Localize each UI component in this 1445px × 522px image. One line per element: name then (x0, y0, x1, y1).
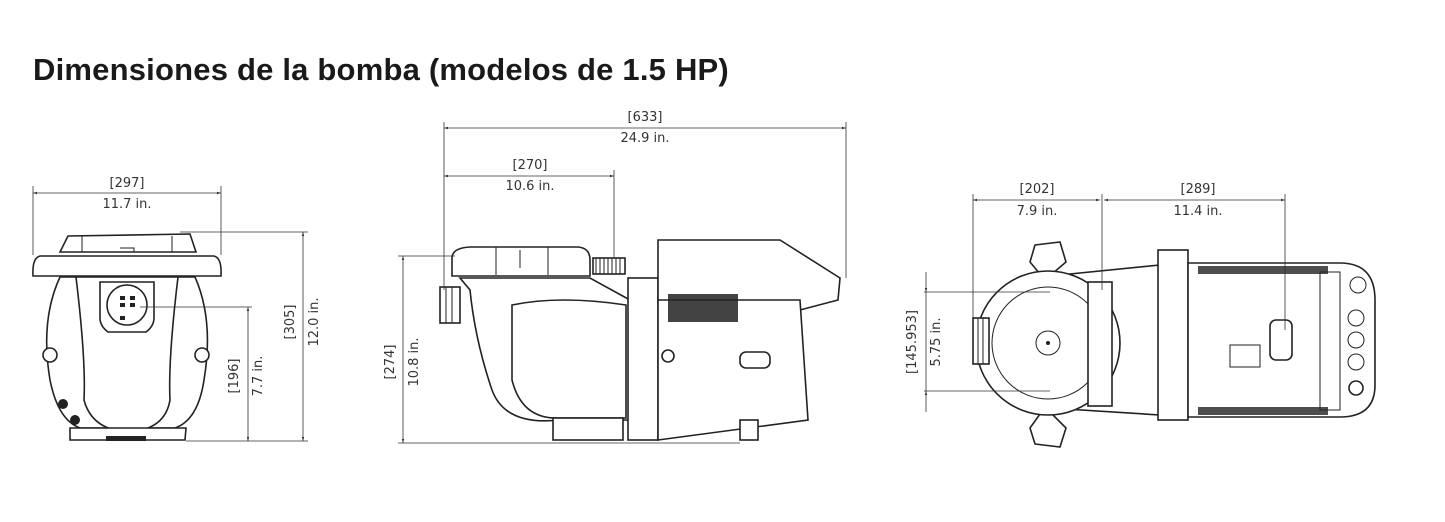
side-pump-drawing (439, 239, 841, 441)
side-height-mm: [274] (383, 345, 398, 380)
top-rear-mm: [289] (1181, 182, 1216, 197)
front-pump-drawing (32, 233, 222, 441)
side-height-in: 10.8 in. (407, 337, 422, 386)
top-view: [202] 7.9 in. [289] 11.4 in. [145.953] 5… (905, 182, 1376, 448)
side-length-mm: [633] (628, 110, 663, 125)
port-height-mm: [196] (227, 359, 242, 394)
front-width-in: 11.7 in. (102, 197, 151, 212)
port-height-in: 7.7 in. (251, 356, 266, 397)
page-title: Dimensiones de la bomba (modelos de 1.5 … (33, 52, 729, 87)
front-width-mm: [297] (110, 176, 145, 191)
side-view: [633] 24.9 in. [270] 10.6 in. [274] 10.8… (383, 110, 847, 444)
strainer-length-in: 10.6 in. (505, 179, 554, 194)
foot-width-mm: [145.953] (905, 310, 920, 374)
front-view: [297] 11.7 in. [305] 12.0 in. [196] 7.7 … (32, 176, 322, 442)
motor-vent-grille (668, 294, 738, 322)
front-height-in: 12.0 in. (307, 297, 322, 346)
top-rear-in: 11.4 in. (1173, 204, 1222, 219)
top-vent-grille (1198, 266, 1328, 274)
top-pump-drawing (972, 241, 1376, 448)
top-front-mm: [202] (1020, 182, 1055, 197)
bottom-vent-grille (1198, 407, 1328, 415)
foot-width-in: 5.75 in. (929, 317, 944, 366)
control-buttons (120, 296, 135, 320)
front-height-mm: [305] (283, 305, 298, 340)
strainer-length-mm: [270] (513, 158, 548, 173)
side-length-in: 24.9 in. (620, 131, 669, 146)
top-front-in: 7.9 in. (1017, 204, 1058, 219)
